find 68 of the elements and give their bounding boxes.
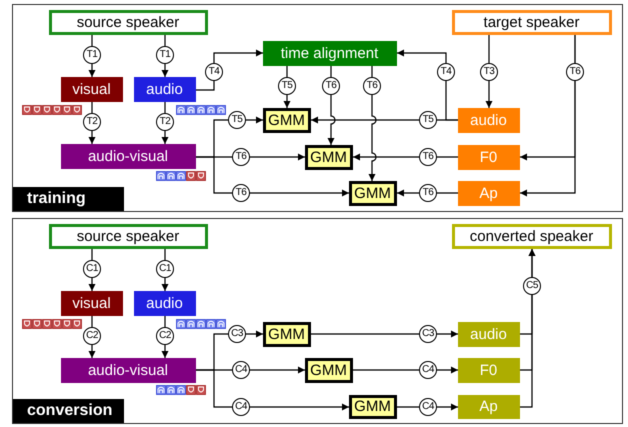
arrow [397, 190, 458, 196]
edge-label: T6 [232, 148, 250, 166]
arrow [162, 102, 168, 144]
edge-label: C4 [419, 398, 437, 416]
model-box: GMM [304, 358, 352, 382]
arrow [520, 249, 536, 408]
process-box: time alignment [262, 40, 396, 66]
speaker-box: converted speaker [452, 224, 612, 248]
edge-label: T1 [156, 46, 174, 64]
model-box: GMM [304, 144, 352, 170]
arrow [311, 116, 458, 124]
edge-label: T5 [419, 111, 437, 129]
edge-label: C1 [83, 260, 101, 278]
edge-label: T6 [232, 184, 250, 202]
edge-label: T6 [566, 63, 584, 81]
edge-label: T2 [83, 113, 101, 131]
panel [12, 218, 623, 424]
feature-box: audio-visual [60, 144, 196, 168]
edge-label: C5 [523, 277, 541, 295]
panel-title: training [13, 187, 124, 211]
arrow [162, 316, 168, 358]
edge-label: C1 [156, 260, 174, 278]
model-box: GMM [262, 322, 310, 346]
edge-label: T5 [228, 111, 246, 129]
edge-label: C4 [419, 361, 437, 379]
arrow [486, 35, 492, 108]
feature-box: audio [134, 76, 196, 102]
speaker-box: source speaker [48, 10, 208, 34]
feature-box: visual [60, 290, 122, 316]
panel [12, 4, 623, 212]
model-box: GMM [348, 180, 396, 206]
edge-label: C3 [228, 325, 246, 343]
feature-box: F0 [458, 358, 520, 382]
feature-box: audio [458, 108, 520, 132]
speaker-box: source speaker [48, 224, 208, 248]
model-box: GMM [348, 394, 396, 418]
edge-label: T1 [83, 46, 101, 64]
arrow [311, 330, 458, 338]
edge-label: T2 [156, 113, 174, 131]
edge-label: T6 [322, 77, 340, 95]
arrow [196, 50, 263, 91]
arrow [353, 154, 458, 160]
feature-box: audio-visual [60, 358, 196, 382]
arrow [520, 35, 576, 196]
feature-box: Ap [458, 180, 520, 206]
model-box: GMM [262, 108, 310, 132]
edge-label: T4 [437, 63, 455, 81]
edge-label: C2 [156, 327, 174, 345]
panel-title: conversion [13, 399, 124, 423]
edge-label: C2 [83, 327, 101, 345]
edge-label: T5 [278, 77, 296, 95]
feature-box: audio [458, 322, 520, 346]
edge-label: T6 [419, 184, 437, 202]
speaker-box: target speaker [452, 10, 612, 34]
feature-box: F0 [458, 144, 520, 170]
feature-box: visual [60, 76, 122, 102]
edge-label: C4 [232, 361, 250, 379]
edge-label: T6 [363, 77, 381, 95]
arrow [353, 366, 458, 374]
edge-label: C4 [232, 398, 250, 416]
edge-label: T3 [480, 63, 498, 81]
edge-label: T6 [419, 148, 437, 166]
arrow [196, 156, 349, 196]
feature-box: Ap [458, 394, 520, 418]
arrow [196, 369, 349, 410]
edge-label: C3 [419, 325, 437, 343]
feature-box: audio [134, 290, 196, 316]
edge-label: T4 [205, 63, 223, 81]
